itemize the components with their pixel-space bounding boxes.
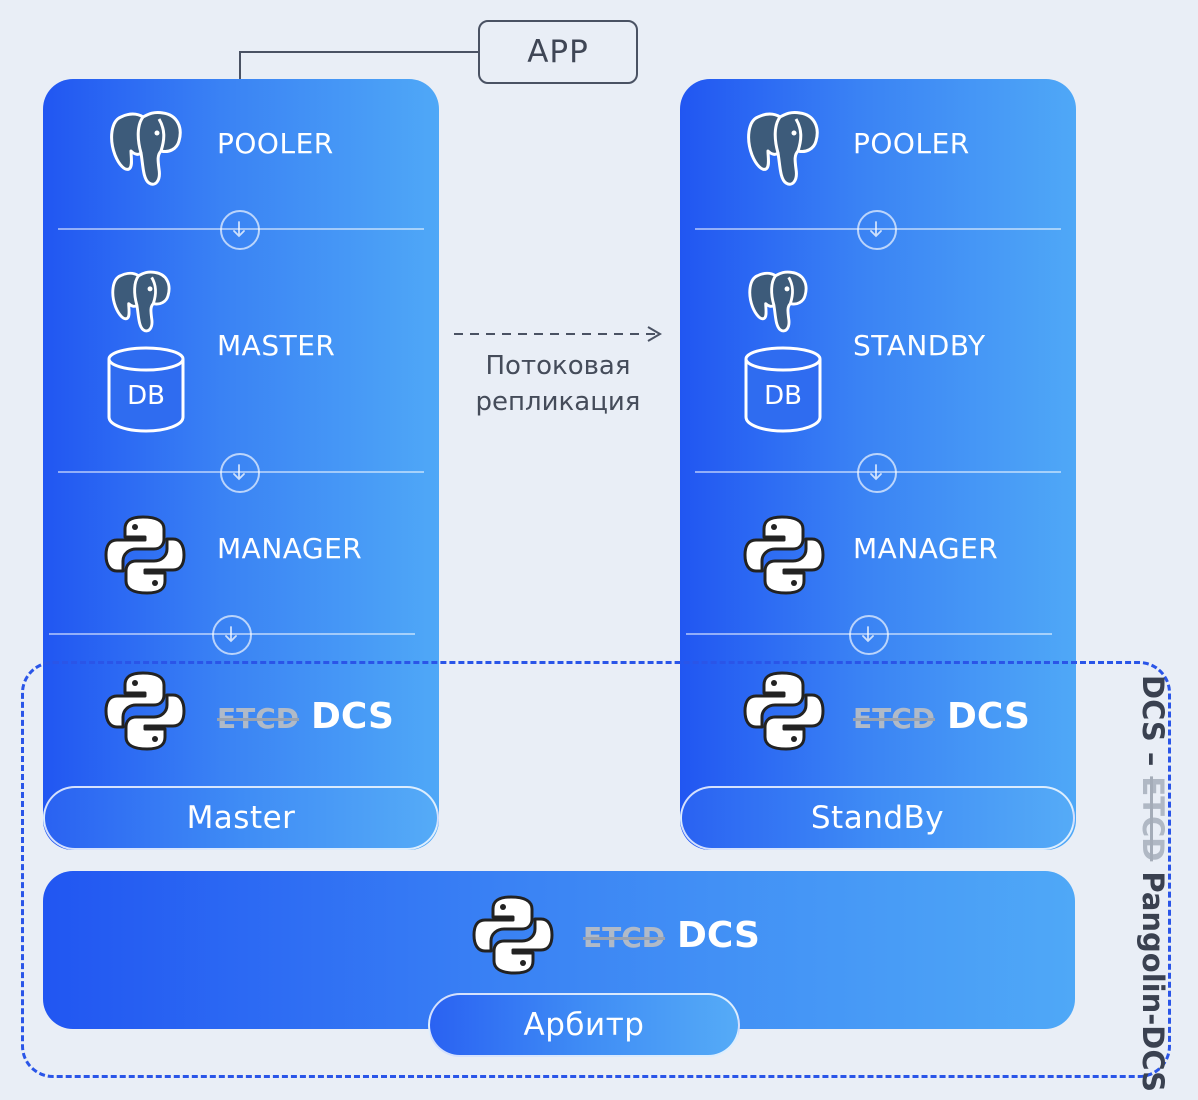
python-logo-icon — [743, 515, 825, 595]
postgres-elephant-icon — [748, 270, 808, 333]
arrow-down-icon — [212, 615, 252, 655]
master-tag-label: Master — [186, 800, 296, 836]
dcs-row: ETCD DCS — [217, 696, 394, 737]
etcd-struck-label: ETCD — [853, 702, 936, 735]
standby-tag: StandBy — [680, 786, 1075, 850]
postgres-elephant-icon — [111, 270, 171, 333]
dcs-region-struck: ETCD — [1136, 776, 1170, 862]
db-role-label: STANDBY — [853, 329, 986, 362]
standby-node-panel: POOLER STANDBY MANAGER ETCD DCS DB — [680, 79, 1076, 850]
arrow-down-icon — [849, 615, 889, 655]
python-logo-icon — [743, 671, 825, 751]
dashed-arrow-icon — [454, 326, 662, 342]
dcs-region-prefix: DCS – — [1136, 675, 1170, 767]
db-role-label: MASTER — [217, 329, 336, 362]
app-box: APP — [478, 20, 638, 84]
dcs-region-suffix: Pangolin-DCS — [1136, 871, 1170, 1093]
replication-line-1: Потоковая — [485, 351, 631, 381]
python-logo-icon — [472, 895, 554, 975]
arrow-down-icon — [220, 453, 260, 493]
arbiter-tag-label: Арбитр — [523, 1007, 645, 1043]
database-cylinder-icon: DB — [743, 345, 823, 435]
etcd-struck-label: ETCD — [583, 921, 666, 954]
dcs-cluster-boundary — [21, 661, 1171, 1078]
postgres-elephant-icon — [747, 111, 819, 186]
app-connector-line — [239, 51, 478, 79]
db-label: DB — [764, 381, 802, 411]
etcd-struck-label: ETCD — [217, 702, 300, 735]
replication-text: Потоковая репликация — [452, 348, 664, 420]
postgres-elephant-icon — [110, 111, 182, 186]
dcs-label: DCS — [311, 696, 394, 737]
replication-annotation: Потоковая репликация — [452, 320, 672, 430]
arbiter-dcs-row: ETCD DCS — [583, 915, 760, 956]
dcs-label: DCS — [947, 696, 1030, 737]
master-node-panel: POOLER MASTER MANAGER ETCD DCS DB — [43, 79, 439, 850]
pooler-label: POOLER — [853, 127, 970, 160]
manager-label: MANAGER — [217, 532, 363, 565]
manager-label: MANAGER — [853, 532, 999, 565]
python-logo-icon — [104, 515, 186, 595]
pooler-label: POOLER — [217, 127, 334, 160]
dcs-label: DCS — [677, 915, 760, 956]
dcs-row: ETCD DCS — [853, 696, 1030, 737]
arbiter-tag: Арбитр — [428, 993, 740, 1057]
python-logo-icon — [104, 671, 186, 751]
dcs-region-label: DCS – ETCD Pangolin-DCS — [1136, 675, 1170, 1092]
master-tag: Master — [43, 786, 439, 850]
database-cylinder-icon: DB — [106, 345, 186, 435]
arrow-down-icon — [857, 210, 897, 250]
arrow-down-icon — [857, 453, 897, 493]
replication-line-2: репликация — [475, 387, 641, 417]
standby-tag-label: StandBy — [810, 800, 945, 836]
app-label: APP — [527, 34, 589, 70]
db-label: DB — [127, 381, 165, 411]
arrow-down-icon — [220, 210, 260, 250]
